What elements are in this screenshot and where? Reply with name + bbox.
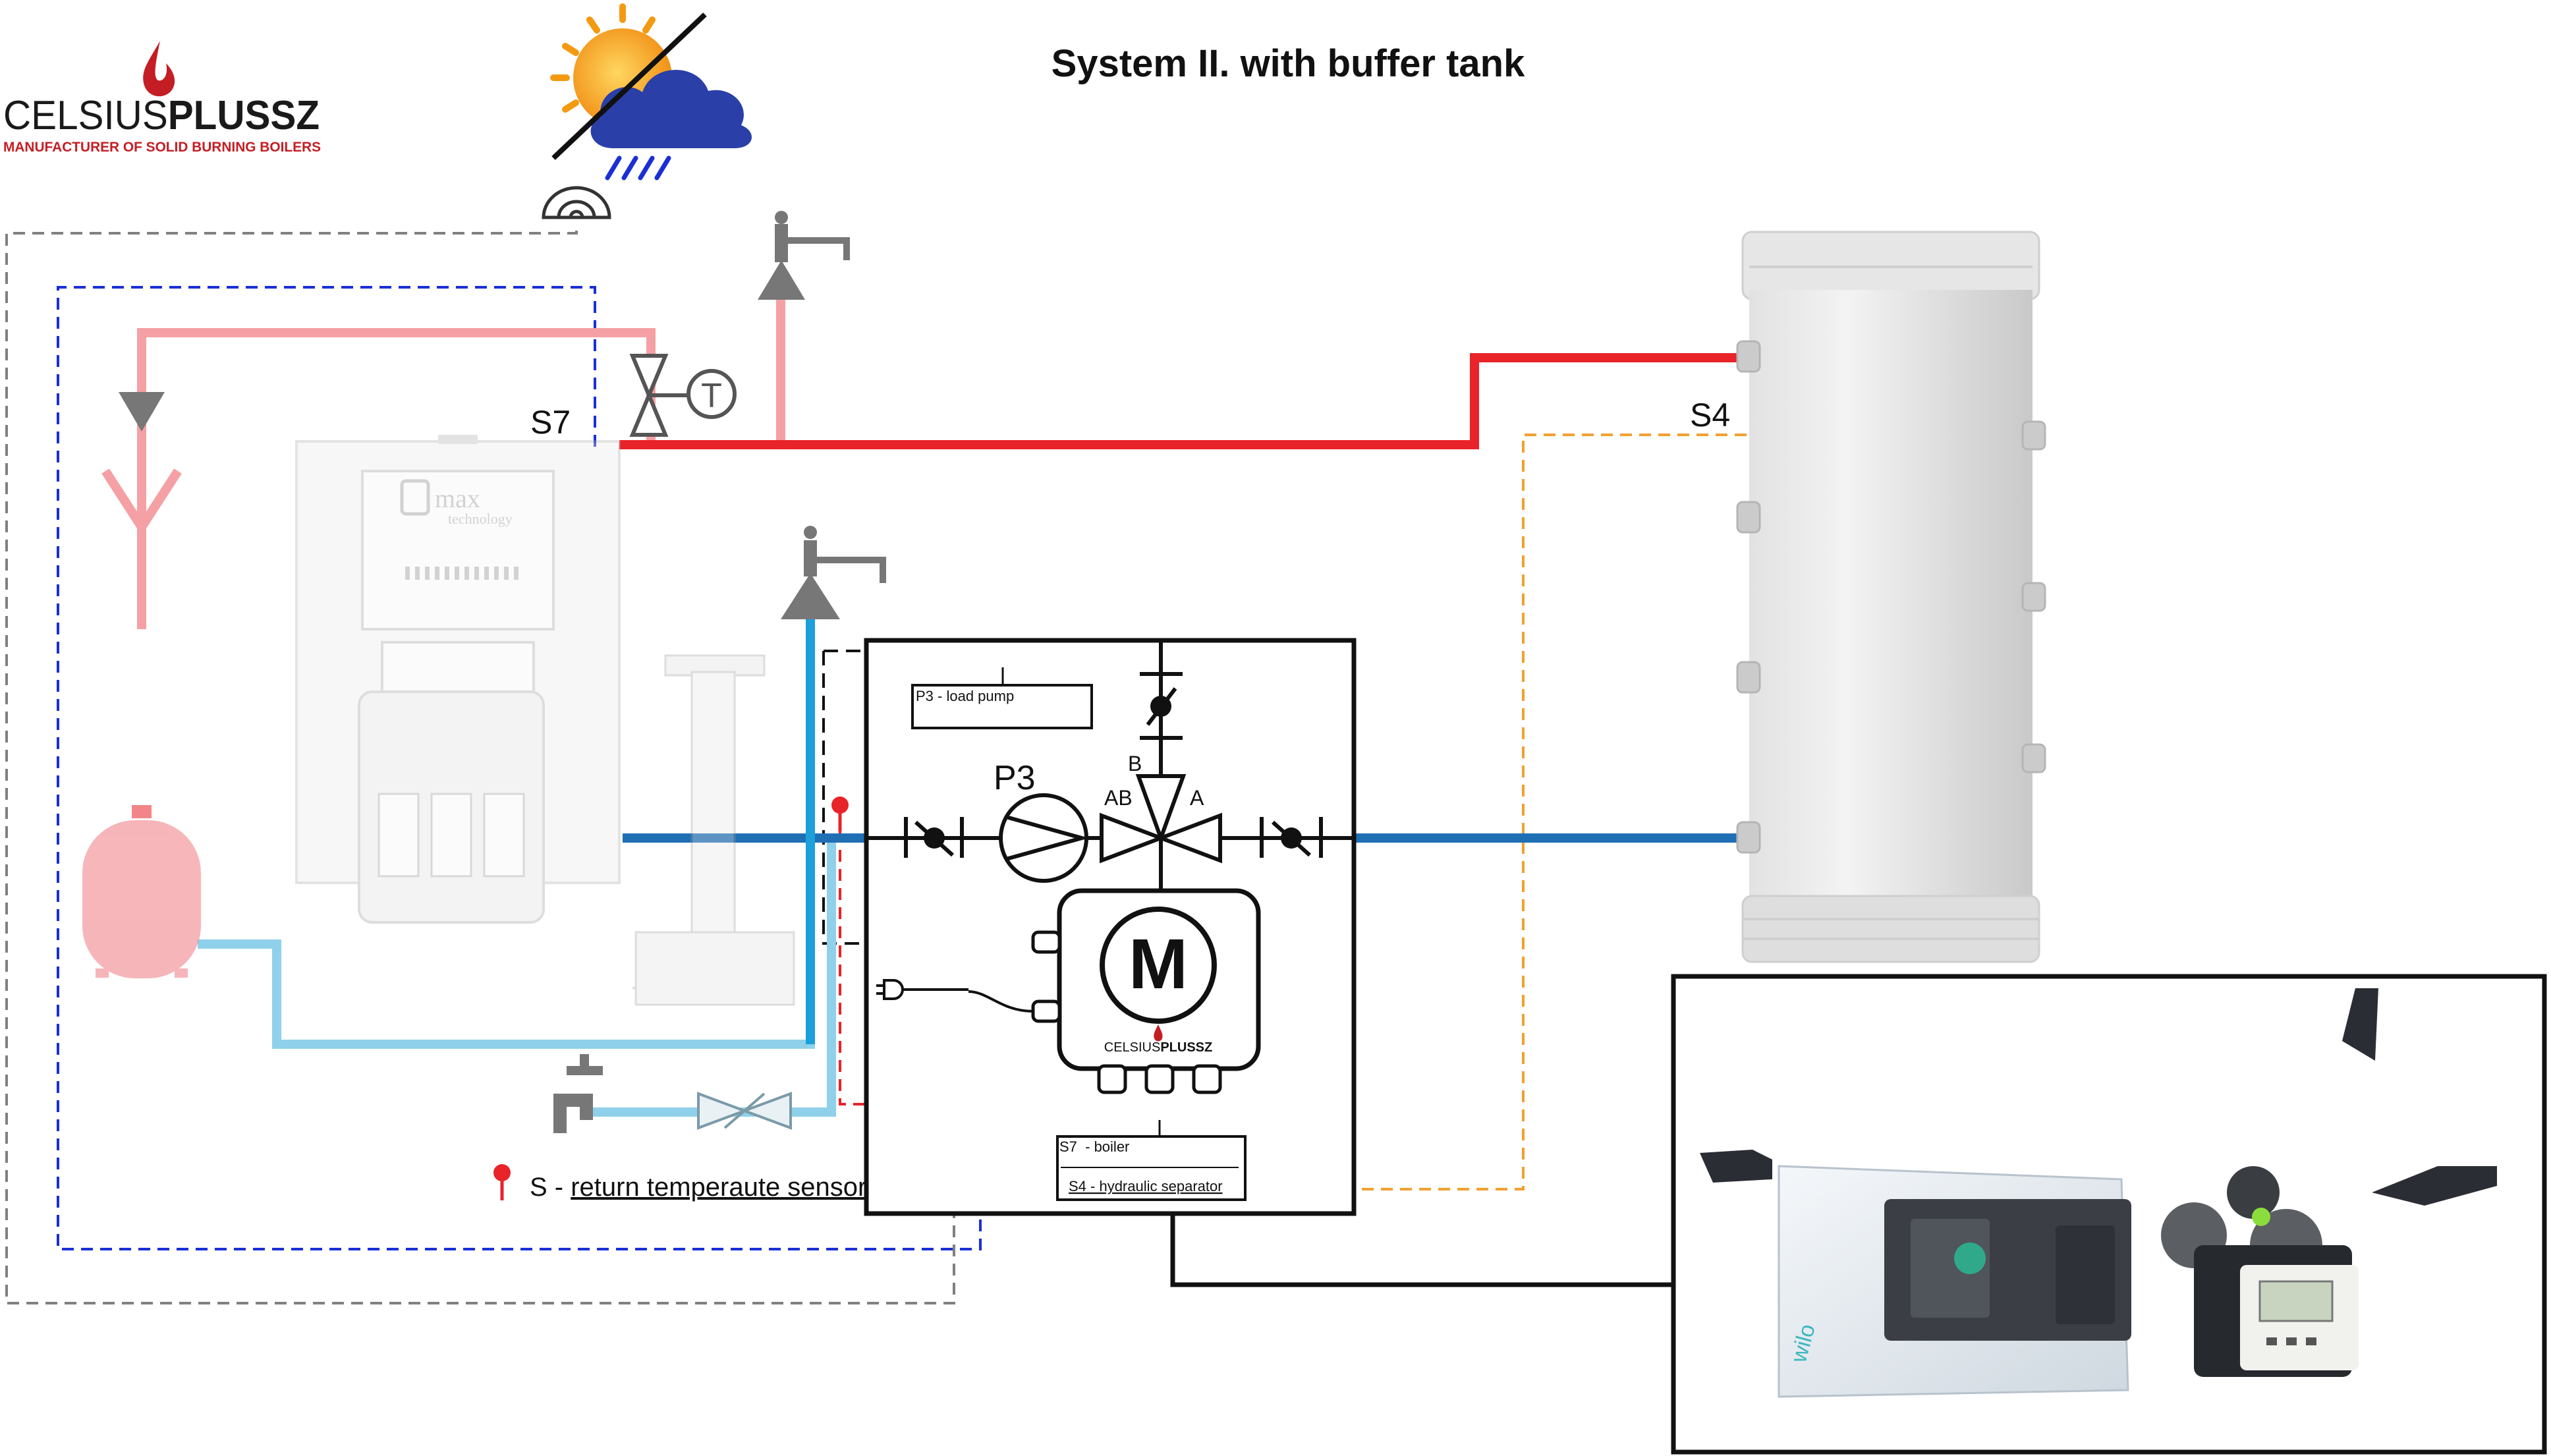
flame-icon bbox=[143, 41, 175, 97]
weather-sun-rain-icon bbox=[550, 3, 752, 181]
tank-port bbox=[2021, 420, 2046, 451]
motor-symbol: M bbox=[1129, 924, 1188, 1003]
legend-text: S - return temperaute sensor bbox=[530, 1173, 866, 1202]
legend: S - return temperaute sensor bbox=[493, 1164, 866, 1202]
valve-port-ab: AB bbox=[1104, 786, 1133, 810]
tank-port bbox=[1736, 501, 1761, 534]
legend-prefix: S - bbox=[530, 1173, 571, 1202]
expansion-vessel-icon bbox=[82, 805, 201, 978]
pipe-flow-red bbox=[619, 353, 1743, 449]
sensor-label-s7: S7 bbox=[530, 404, 571, 441]
pump-dial-icon bbox=[1954, 1243, 1986, 1274]
status-led-icon bbox=[2252, 1208, 2270, 1226]
air-vent-icon bbox=[781, 526, 886, 619]
page-title: System II. with buffer tank bbox=[1051, 42, 1525, 85]
pump-p3-icon bbox=[999, 793, 1090, 883]
drain-valve-icon bbox=[101, 392, 182, 536]
check-valve-icon bbox=[1260, 817, 1323, 858]
boiler-unit: max technology bbox=[295, 435, 795, 1006]
boiler-logo-subtext: technology bbox=[448, 511, 513, 527]
buffer-tank bbox=[1736, 231, 2046, 963]
sensor-box-line1: S7 - boiler bbox=[1059, 1138, 1129, 1155]
sensor-box-line2: S4 - hydraulic separator bbox=[1069, 1178, 1223, 1194]
temperature-bulb-icon bbox=[687, 369, 737, 419]
tank-port bbox=[1736, 821, 1761, 854]
cable-grey-outdoor bbox=[5, 231, 1110, 1304]
legend-description: return temperaute sensor bbox=[571, 1173, 866, 1202]
pump-label-text: P3 - load pump bbox=[916, 688, 1014, 704]
controller-brand-left: CELSIUS bbox=[1104, 1040, 1161, 1055]
air-vent-icon bbox=[758, 211, 850, 300]
power-plug-icon bbox=[876, 979, 968, 1000]
photo-connector-line bbox=[1170, 1214, 1673, 1287]
motor-controller: M CELSIUSPLUSSZ bbox=[876, 888, 1261, 1094]
three-way-valve-icon bbox=[1100, 774, 1222, 896]
tank-port bbox=[2021, 743, 2046, 773]
sensor-label-box: S7 - boiler S4 - hydraulic separator bbox=[1056, 1120, 1247, 1201]
celsiusplussz-logo: CELSIUSPLUSSZ MANUFACTURER OF SOLID BURN… bbox=[3, 41, 321, 155]
return-sensor-pin-icon bbox=[831, 797, 849, 831]
flame-icon bbox=[1154, 1024, 1163, 1042]
check-valve-icon bbox=[1140, 672, 1183, 740]
sensor-label-s4: S4 bbox=[1690, 397, 1730, 434]
tank-port bbox=[2021, 582, 2046, 612]
controller-brand-right: PLUSSZ bbox=[1160, 1040, 1212, 1055]
logo-brand-left: CELSIUS bbox=[3, 93, 168, 138]
logo-brand: CELSIUSPLUSSZ bbox=[3, 93, 320, 138]
controller-brand: CELSIUSPLUSSZ bbox=[1104, 1040, 1213, 1055]
sensor-pin-icon bbox=[493, 1164, 511, 1200]
temperature-symbol: T bbox=[701, 377, 722, 415]
boiler-logo-text: max bbox=[435, 484, 480, 513]
pump-p3-label: P3 bbox=[994, 759, 1036, 797]
check-valve-icon bbox=[904, 817, 964, 858]
fill-valve-icon bbox=[697, 1092, 792, 1130]
pump-photo-panel: wilo bbox=[1671, 974, 2547, 1455]
cable-orange-s4 bbox=[1247, 434, 1752, 1190]
tank-port bbox=[1736, 661, 1761, 694]
motor-icon bbox=[1100, 907, 1217, 1024]
drain-tap-icon bbox=[553, 1054, 603, 1133]
rain-cloud-icon bbox=[590, 69, 752, 181]
tank-port bbox=[1736, 340, 1761, 373]
logo-brand-right: PLUSSZ bbox=[168, 93, 320, 138]
outdoor-sensor-icon bbox=[542, 186, 611, 219]
thermostatic-valve-icon: T bbox=[629, 354, 737, 437]
logo-tagline: MANUFACTURER OF SOLID BURNING BOILERS bbox=[3, 140, 321, 155]
valve-port-b: B bbox=[1128, 752, 1142, 775]
valve-port-a: A bbox=[1190, 786, 1204, 810]
pump-label-box bbox=[911, 684, 1093, 729]
